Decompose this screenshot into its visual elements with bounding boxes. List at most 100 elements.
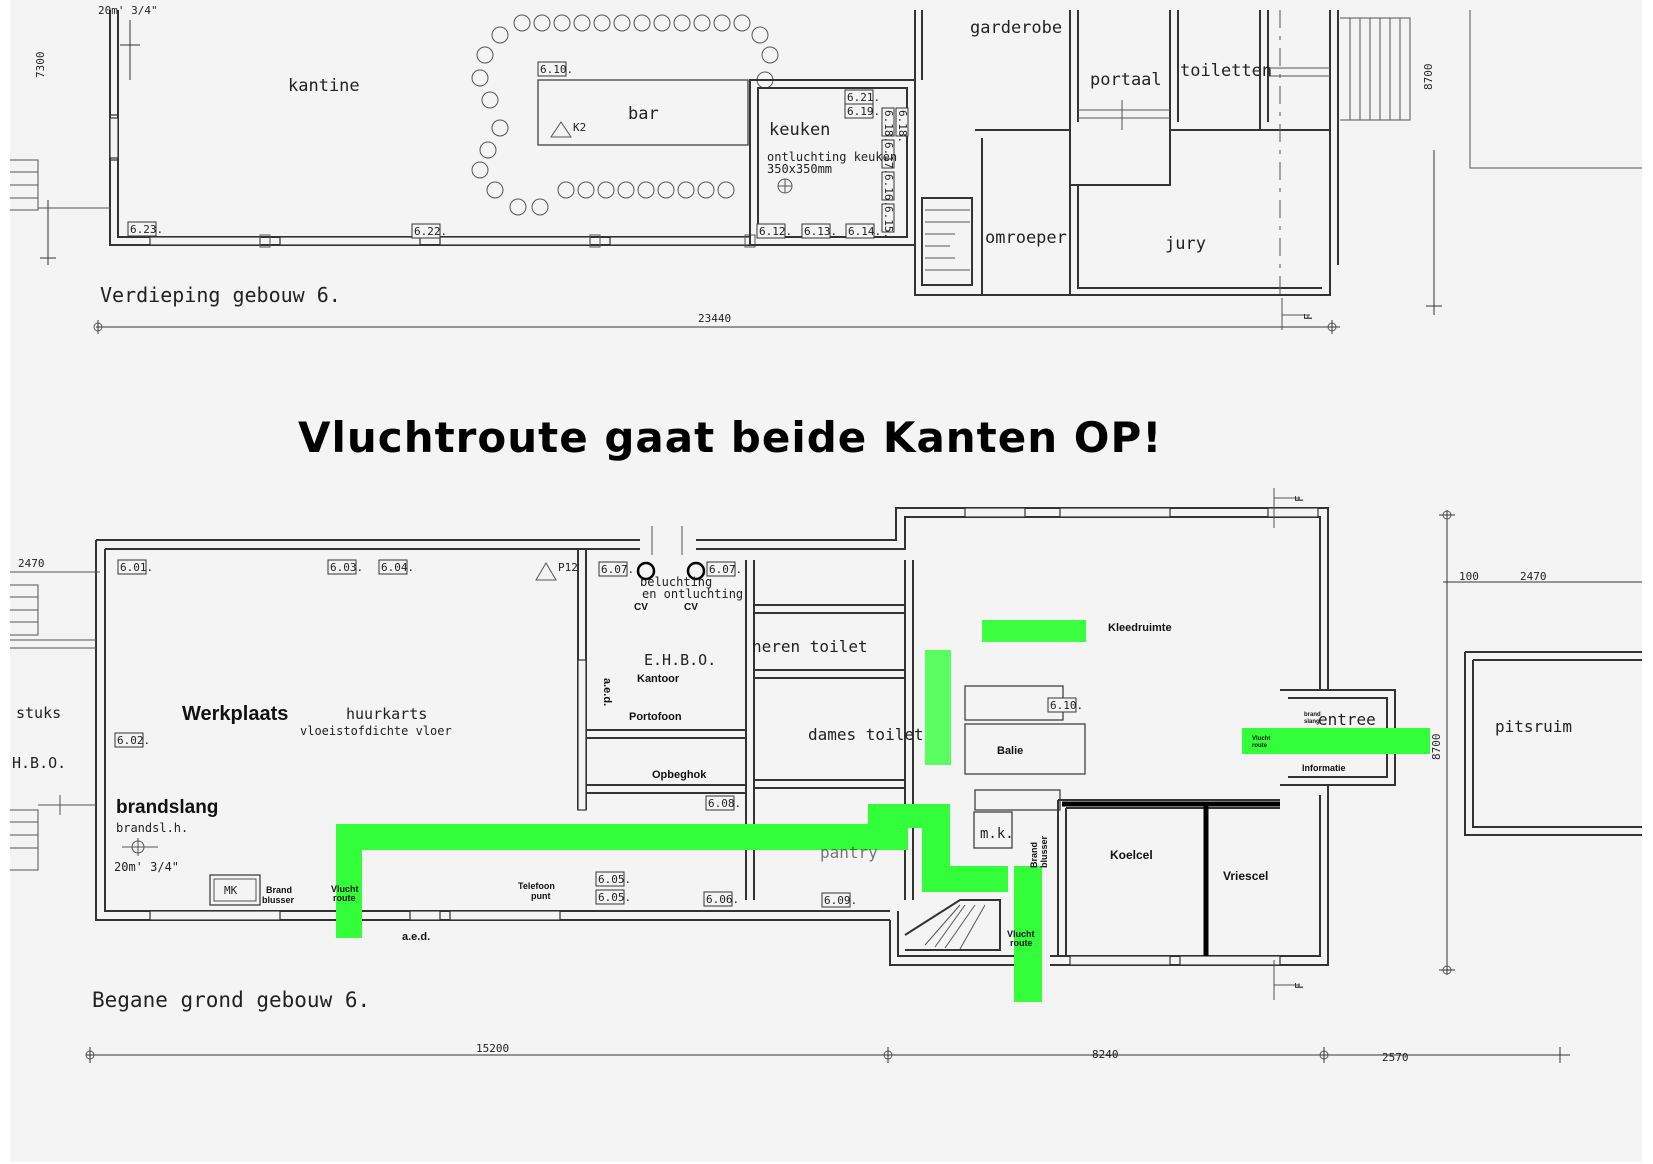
room-kleedruimte: Kleedruimte — [1108, 622, 1172, 634]
keuken-vent-label: ontluchting keuken — [767, 150, 897, 164]
bar-stool-icon — [577, 181, 595, 199]
tag-6-23: 6.23. — [130, 223, 163, 236]
bar-stool-icon — [533, 14, 551, 32]
k2-label: K2 — [573, 121, 586, 134]
upper-dim-total: 23440 — [698, 312, 731, 325]
room-opbeghok: Opbeghok — [652, 769, 707, 781]
k2-triangle-icon — [550, 121, 572, 138]
bar-stool-icon — [509, 198, 527, 216]
brandsl-len-label: 20m' 3/4" — [114, 860, 179, 874]
room-heren-toilet: heren toilet — [752, 637, 868, 656]
ontluchting-label: en ontluchting — [642, 587, 743, 601]
tag-6-21: 6.21. — [847, 91, 880, 104]
upper-floor-title: Verdieping gebouw 6. — [100, 283, 341, 307]
brandslang-label: brandslang — [116, 797, 218, 818]
brandsl-h-label: brandsl.h. — [116, 821, 188, 835]
escape-routes — [336, 620, 1430, 1002]
tag-6-16: 6.16. — [882, 174, 895, 207]
room-bar: bar — [628, 104, 659, 124]
room-dames-toilet: dames toilet — [808, 725, 924, 744]
bar-stool-icon — [751, 26, 769, 44]
bar-stool-icon — [471, 69, 489, 87]
ground-floor: 6.10. MK 6.01. 6.03. 6.04. 6.07. 6.07. 6… — [10, 488, 1642, 1064]
room-entree: entree — [1318, 710, 1376, 729]
bar-stool-icon — [717, 181, 735, 199]
room-omroeper: omroeper — [985, 228, 1067, 248]
bar-stool-icon — [481, 91, 499, 109]
brand-blusser-vertical: Brandblusser — [1029, 835, 1049, 868]
tag-6-06: 6.06. — [706, 893, 739, 906]
floor-plan-drawing: 6.10. K2 6.21. 6.19. 6.18. 6.18. 6.17. 6… — [10, 4, 1642, 1064]
bar-stool-icon — [637, 181, 655, 199]
p12-triangle-icon — [535, 562, 557, 581]
bar-stool-icon — [513, 14, 531, 32]
room-portaal: portaal — [1090, 70, 1162, 90]
bar-stool-icon — [653, 14, 671, 32]
upper-floor: 6.10. K2 6.21. 6.19. 6.18. 6.18. 6.17. 6… — [10, 4, 1642, 334]
room-werkplaats: Werkplaats — [182, 703, 288, 725]
dim-2470-right: 2470 — [1520, 570, 1547, 583]
upper-dim-height: 7300 — [34, 52, 47, 79]
vloer-label: vloeistofdichte vloer — [300, 724, 452, 738]
tag-6-18b: 6.18. — [896, 110, 909, 143]
informatie-label: Informatie — [1302, 763, 1346, 773]
section-mark-bottom: F — [1293, 982, 1306, 989]
tag-6-03: 6.03. — [330, 561, 363, 574]
room-pitsruimte: pitsruim — [1495, 717, 1572, 736]
cv-label-1: CV — [634, 602, 648, 613]
dim-15200: 15200 — [476, 1042, 509, 1055]
room-jury: jury — [1165, 234, 1206, 254]
margin-dim: 2470 — [18, 557, 45, 570]
aed-label-vertical: a.e.d. — [601, 678, 613, 706]
bar-stool-icon — [476, 46, 494, 64]
bar-stool-icon — [491, 26, 509, 44]
dim-8240: 8240 — [1092, 1048, 1119, 1061]
bar-stools — [471, 14, 779, 216]
headline: Vluchtroute gaat beide Kanten OP! — [298, 413, 1162, 462]
bar-stool-icon — [553, 14, 571, 32]
bar-stool-icon — [657, 181, 675, 199]
portofoon-label: Portofoon — [629, 711, 682, 723]
tag-6-10-upper: 6.10. — [540, 63, 573, 76]
tag-6-05b: 6.05. — [598, 891, 631, 904]
upper-dim-right: 8700 — [1422, 64, 1435, 91]
tag-6-12: 6.12. — [759, 225, 792, 238]
room-vriescel: Vriescel — [1223, 869, 1268, 883]
tag-6-14: 6.14. — [848, 225, 881, 238]
bar-stool-icon — [471, 161, 489, 179]
upper-section-mark: F — [1302, 313, 1315, 320]
tag-6-17: 6.17. — [882, 142, 895, 175]
room-kantoor: Kantoor — [637, 673, 680, 685]
dim-8700-ground: 8700 — [1430, 734, 1443, 761]
tag-6-22: 6.22. — [414, 225, 447, 238]
bar-stool-icon — [486, 181, 504, 199]
margin-stuks: stuks — [16, 704, 61, 722]
bar-stool-icon — [597, 181, 615, 199]
bar-stool-icon — [491, 119, 509, 137]
cv-vent-icon-1 — [636, 561, 656, 581]
room-balie: Balie — [997, 745, 1023, 757]
bar-stool-icon — [613, 14, 631, 32]
tag-6-01: 6.01. — [120, 561, 153, 574]
bar-stool-icon — [531, 198, 549, 216]
room-huurkarts: huurkarts — [346, 705, 427, 723]
bar-stool-icon — [479, 141, 497, 159]
tag-6-05a: 6.05. — [598, 873, 631, 886]
tag-6-18a: 6.18. — [882, 110, 895, 143]
room-toiletten: toiletten — [1180, 61, 1272, 81]
tag-6-07a: 6.07. — [601, 563, 634, 576]
room-koelcel: Koelcel — [1110, 848, 1153, 862]
ground-floor-title: Begane grond gebouw 6. — [92, 988, 370, 1012]
dim-2570: 2570 — [1382, 1051, 1409, 1064]
bar-stool-icon — [593, 14, 611, 32]
keuken-size-label: 350x350mm — [767, 162, 832, 176]
bar-stool-icon — [573, 14, 591, 32]
tag-6-10-ground: 6.10. — [1050, 699, 1083, 712]
bar-stool-icon — [617, 181, 635, 199]
